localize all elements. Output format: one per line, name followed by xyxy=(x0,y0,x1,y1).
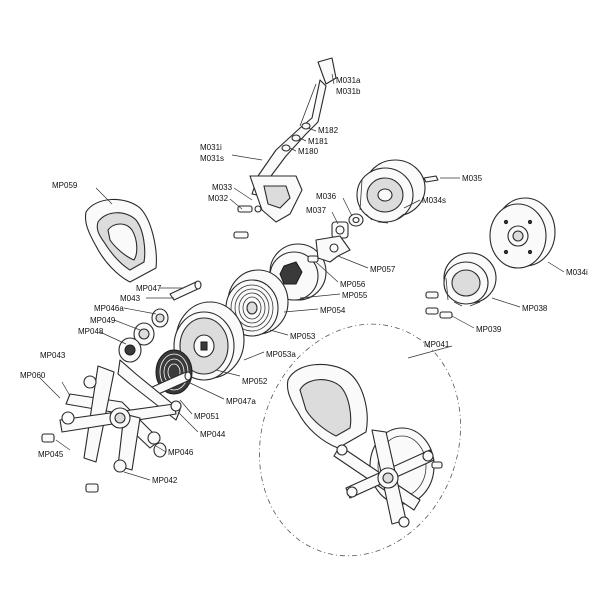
label-mp047a: MP047a xyxy=(226,397,256,406)
lever-arm xyxy=(249,57,337,223)
label-m181: M181 xyxy=(308,137,329,146)
bracket-mp057 xyxy=(315,235,351,263)
label-m043: M043 xyxy=(120,294,141,303)
pin-m182 xyxy=(281,122,311,152)
assembled-unit xyxy=(286,363,443,528)
wheel-mp038 xyxy=(443,252,497,307)
bearing-mp048 xyxy=(118,337,142,363)
wheel-m034i xyxy=(489,197,556,269)
label-m033: M033 xyxy=(212,183,233,192)
washer-m036 xyxy=(348,213,364,227)
wheel-m034s xyxy=(356,159,426,224)
label-mp053a: MP053a xyxy=(266,350,296,359)
bolts-m032 xyxy=(233,205,262,239)
hub-m037 xyxy=(331,221,349,239)
label-mp045: MP045 xyxy=(38,450,64,459)
label-mp038: MP038 xyxy=(522,304,548,313)
label-mp051: MP051 xyxy=(194,412,220,421)
label-m031b: M031b xyxy=(336,87,361,96)
label-mp052: MP052 xyxy=(242,377,268,386)
bolts-mp045 xyxy=(41,433,99,493)
label-mp057: MP057 xyxy=(370,265,396,274)
shaft-mp047 xyxy=(169,280,202,301)
label-mp056: MP056 xyxy=(340,280,366,289)
label-mp042: MP042 xyxy=(152,476,178,485)
label-m036: M036 xyxy=(316,192,337,201)
label-m182: M182 xyxy=(318,126,339,135)
spacer-mp046a xyxy=(151,308,169,328)
assembly-outline xyxy=(259,323,461,557)
label-m180: M180 xyxy=(298,147,319,156)
label-mp048: MP048 xyxy=(78,327,104,336)
label-m031a: M031a xyxy=(336,76,361,85)
label-mp041: MP041 xyxy=(424,340,450,349)
label-mp049: MP049 xyxy=(90,316,116,325)
label-mp046: MP046 xyxy=(168,448,194,457)
nuts-mp043 xyxy=(61,375,182,473)
label-m031i: M031i xyxy=(200,143,222,152)
label-mp043: MP043 xyxy=(40,351,66,360)
label-m031s: M031s xyxy=(200,154,224,163)
label-m034i: M034i xyxy=(566,268,588,277)
label-mp055: MP055 xyxy=(342,291,368,300)
label-mp039: MP039 xyxy=(476,325,502,334)
spacer-mp046 xyxy=(153,442,167,458)
guard-mp059 xyxy=(84,198,157,283)
chassis-mp044 xyxy=(59,359,181,471)
label-mp053: MP053 xyxy=(290,332,316,341)
pin-m035 xyxy=(423,175,439,183)
label-mp046a: MP046a xyxy=(94,304,124,313)
label-m032: M032 xyxy=(208,194,229,203)
label-mp044: MP044 xyxy=(200,430,226,439)
label-m037: M037 xyxy=(306,206,327,215)
pin-mp056 xyxy=(307,255,319,263)
label-mp060: MP060 xyxy=(20,371,46,380)
label-mp047: MP047 xyxy=(136,284,162,293)
leader-lines xyxy=(39,73,565,481)
bolts-mp039 xyxy=(425,291,453,319)
label-mp059: MP059 xyxy=(52,181,78,190)
label-mp054: MP054 xyxy=(320,306,346,315)
label-m034s: M034s xyxy=(422,196,446,205)
label-m035: M035 xyxy=(462,174,483,183)
bearing-mp049 xyxy=(133,322,155,346)
